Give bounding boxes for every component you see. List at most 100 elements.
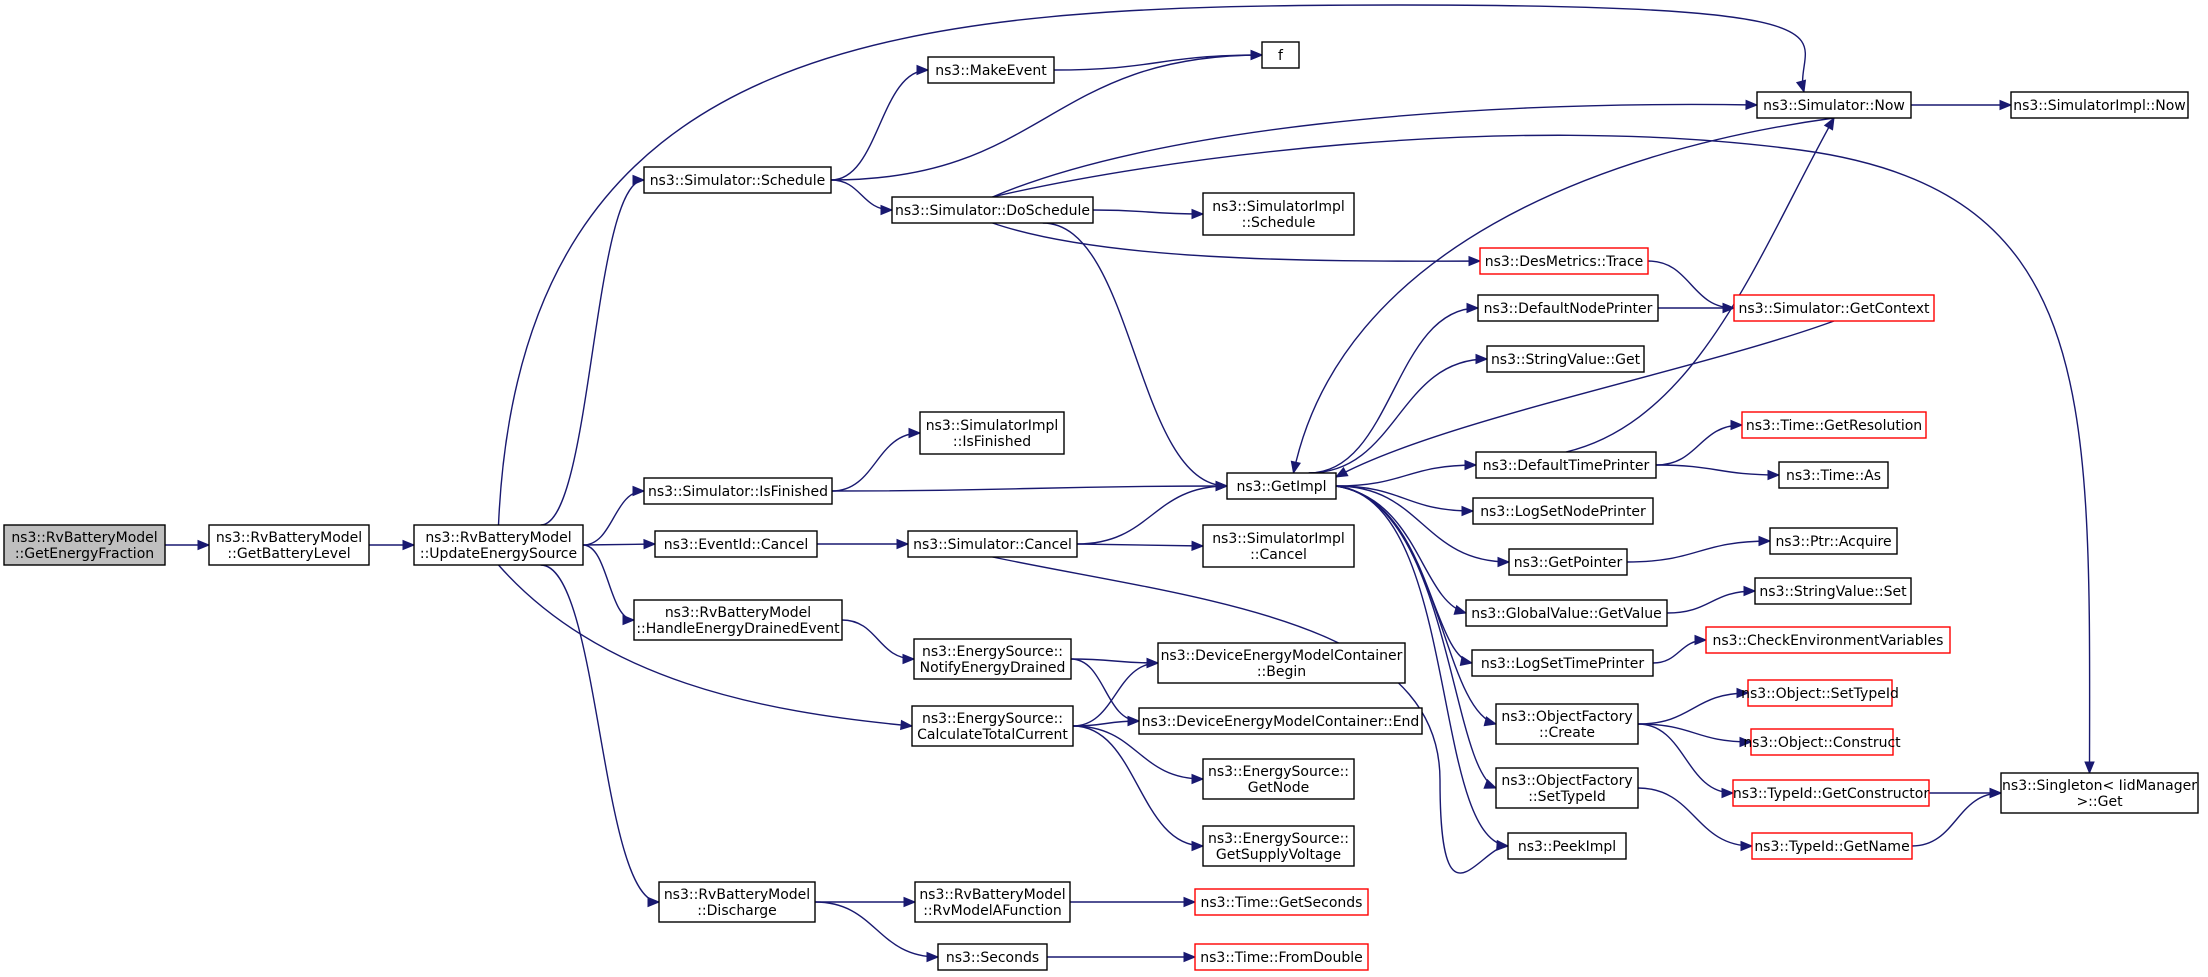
node-desmetrics[interactable]: ns3::DesMetrics::Trace	[1479, 247, 1649, 275]
node-getnode[interactable]: ns3::EnergySource::GetNode	[1202, 758, 1355, 800]
node-getpointer[interactable]: ns3::GetPointer	[1508, 548, 1628, 576]
node-box	[1471, 649, 1654, 677]
node-getseconds[interactable]: ns3::Time::GetSeconds	[1194, 888, 1369, 916]
edge-calctotal-to-getnode	[1072, 725, 1205, 785]
node-f[interactable]: f	[1261, 41, 1300, 69]
node-getbatterylevel[interactable]: ns3::RvBatteryModel::GetBatteryLevel	[208, 524, 370, 566]
node-fromdouble[interactable]: ns3::Time::FromDouble	[1194, 943, 1369, 971]
node-getcontext[interactable]: ns3::Simulator::GetContext	[1733, 294, 1935, 322]
node-checkenv[interactable]: ns3::CheckEnvironmentVariables	[1705, 626, 1951, 654]
node-label: ns3::DefaultNodePrinter	[1484, 301, 1653, 317]
node-box	[1475, 451, 1657, 479]
node-singletonget[interactable]: ns3::Singleton< IidManager>::Get	[2000, 772, 2199, 814]
node-label: ::Schedule	[1242, 215, 1316, 231]
edge-getimpl-to-defaultnodeprinter	[1308, 302, 1480, 474]
node-seconds[interactable]: ns3::Seconds	[937, 943, 1048, 971]
node-root: ns3::RvBatteryModel::GetEnergyFraction	[3, 524, 166, 566]
node-box	[208, 524, 370, 566]
node-box	[413, 524, 584, 566]
arrowhead-icon	[1146, 657, 1160, 669]
edge-line	[831, 432, 921, 492]
node-notifydrained[interactable]: ns3::EnergySource::NotifyEnergyDrained	[913, 638, 1072, 680]
edges-layer	[165, 4, 2095, 963]
node-doschedule[interactable]: ns3::Simulator::DoSchedule	[891, 196, 1094, 224]
node-box	[1479, 247, 1649, 275]
edge-line	[1335, 485, 1473, 664]
node-label: ns3::RvBatteryModel	[425, 530, 571, 546]
node-simimplisfinished[interactable]: ns3::SimulatorImpl::IsFinished	[919, 411, 1065, 455]
edge-getimpl-to-logsettimeprinter	[1335, 485, 1474, 667]
arrowhead-icon	[880, 204, 894, 216]
edge-objfactorycreate-to-construct	[1637, 723, 1753, 748]
node-demcbegin[interactable]: ns3::DeviceEnergyModelContainer::Begin	[1157, 642, 1406, 684]
node-box	[914, 881, 1071, 923]
edge-getimpl-to-logsetnodeprinter	[1335, 485, 1475, 517]
node-isfinished[interactable]: ns3::Simulator::IsFinished	[643, 477, 833, 505]
node-label: ns3::Time::As	[1786, 468, 1881, 484]
node-label: ns3::Simulator::Now	[1763, 98, 1905, 114]
node-defaulttimeprinter[interactable]: ns3::DefaultTimePrinter	[1475, 451, 1657, 479]
node-box	[1507, 832, 1627, 860]
node-label: ns3::RvBatteryModel	[11, 530, 157, 546]
edge-line	[1655, 464, 1780, 476]
node-box	[1733, 294, 1935, 322]
node-now[interactable]: ns3::Simulator::Now	[1756, 91, 1912, 119]
arrowhead-icon	[643, 538, 657, 550]
edge-line	[1308, 358, 1488, 474]
edge-line	[1335, 485, 1497, 789]
node-box	[1202, 524, 1355, 568]
node-calctotal[interactable]: ns3::EnergySource::CalculateTotalCurrent	[911, 705, 1074, 747]
node-handledrained[interactable]: ns3::RvBatteryModel::HandleEnergyDrained…	[633, 599, 843, 641]
node-stringvalueget[interactable]: ns3::StringValue::Get	[1486, 345, 1645, 373]
node-getconstructor[interactable]: ns3::TypeId::GetConstructor	[1732, 779, 1930, 807]
node-timeas[interactable]: ns3::Time::As	[1778, 461, 1889, 489]
arrowhead-icon	[926, 951, 940, 963]
node-objfactorysettypeid[interactable]: ns3::ObjectFactory::SetTypeId	[1495, 767, 1639, 809]
node-typeidgetname[interactable]: ns3::TypeId::GetName	[1751, 832, 1913, 860]
node-rvmodelafunction[interactable]: ns3::RvBatteryModel::RvModelAFunction	[914, 881, 1071, 923]
node-makeevent[interactable]: ns3::MakeEvent	[927, 56, 1055, 84]
node-peekimpl[interactable]: ns3::PeekImpl	[1507, 832, 1627, 860]
node-simimplcancel[interactable]: ns3::SimulatorImpl::Cancel	[1202, 524, 1355, 568]
arrowhead-icon	[1250, 49, 1264, 61]
node-demcend[interactable]: ns3::DeviceEnergyModelContainer::End	[1138, 707, 1423, 735]
node-getresolution[interactable]: ns3::Time::GetResolution	[1741, 411, 1927, 439]
node-label: ::SetTypeId	[1528, 789, 1606, 805]
node-simimplnow[interactable]: ns3::SimulatorImpl::Now	[2010, 91, 2189, 119]
node-updateenergysource[interactable]: ns3::RvBatteryModel::UpdateEnergySource	[413, 524, 584, 566]
arrowhead-icon	[1464, 459, 1478, 471]
node-logsetnodeprinter[interactable]: ns3::LogSetNodePrinter	[1472, 497, 1654, 525]
node-defaultnodeprinter[interactable]: ns3::DefaultNodePrinter	[1477, 294, 1659, 322]
edge-isfinished-to-simimplisfinished	[831, 427, 922, 492]
node-label: ::Discharge	[697, 903, 777, 919]
node-discharge[interactable]: ns3::RvBatteryModel::Discharge	[658, 881, 816, 923]
node-schedule[interactable]: ns3::Simulator::Schedule	[643, 166, 832, 194]
node-simimplschedule[interactable]: ns3::SimulatorImpl::Schedule	[1202, 192, 1355, 236]
node-getimpl[interactable]: ns3::GetImpl	[1226, 472, 1337, 500]
edge-line	[1637, 723, 1734, 794]
node-box	[1157, 642, 1406, 684]
edge-getimpl-to-globalvalue	[1335, 485, 1468, 615]
node-globalvalue[interactable]: ns3::GlobalValue::GetValue	[1465, 599, 1668, 627]
edge-line	[1076, 543, 1204, 547]
node-settypeid[interactable]: ns3::Object::SetTypeId	[1741, 679, 1899, 707]
node-simcancel[interactable]: ns3::Simulator::Cancel	[907, 530, 1078, 558]
node-getsupplyvoltage[interactable]: ns3::EnergySource::GetSupplyVoltage	[1202, 825, 1355, 867]
node-box	[1202, 758, 1355, 800]
node-box	[633, 599, 843, 641]
edge-line	[582, 490, 645, 546]
edge-line	[1070, 658, 1159, 664]
node-eventidcancel[interactable]: ns3::EventId::Cancel	[654, 530, 818, 558]
node-logsettimeprinter[interactable]: ns3::LogSetTimePrinter	[1471, 649, 1654, 677]
node-objfactorycreate[interactable]: ns3::ObjectFactory::Create	[1495, 703, 1639, 745]
edge-line	[1655, 424, 1743, 466]
arrowhead-icon	[647, 896, 661, 908]
node-construct[interactable]: ns3::Object::Construct	[1743, 728, 1901, 756]
nodes-layer: ns3::RvBatteryModel::GetEnergyFractionns…	[3, 41, 2199, 971]
edge-line	[1637, 723, 1752, 743]
edge-line	[1070, 658, 1140, 722]
edge-line	[540, 179, 645, 526]
edge-objfactorysettypeid-to-typeidgetname	[1637, 787, 1754, 852]
node-ptracquire[interactable]: ns3::Ptr::Acquire	[1769, 527, 1898, 555]
node-stringvalueset[interactable]: ns3::StringValue::Set	[1754, 577, 1912, 605]
